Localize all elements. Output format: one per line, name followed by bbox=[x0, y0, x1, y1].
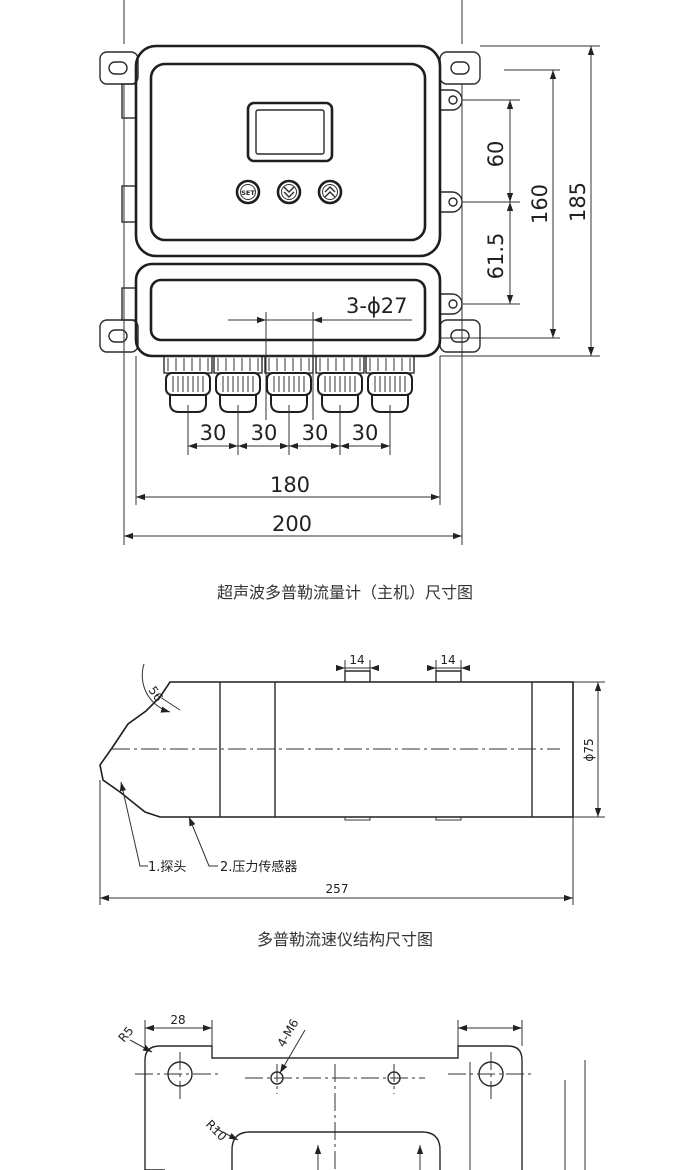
dim-180: 180 bbox=[270, 473, 310, 497]
top-slot-1 bbox=[344, 670, 371, 682]
set-button[interactable]: SET bbox=[235, 179, 261, 205]
cable-gland bbox=[213, 355, 263, 413]
dim-30-b: 30 bbox=[251, 421, 278, 445]
horizontal-dimensions: 30 30 30 30 180 200 bbox=[123, 84, 463, 545]
cable-gland bbox=[264, 355, 314, 413]
dim-160: 160 bbox=[528, 184, 552, 224]
dim-diameter-75: ϕ75 bbox=[582, 738, 596, 761]
top-slot-2 bbox=[435, 670, 462, 682]
right-hinges bbox=[440, 89, 463, 315]
chevron-up-icon bbox=[324, 186, 336, 193]
dim-30-d: 30 bbox=[352, 421, 379, 445]
up-button[interactable] bbox=[317, 179, 343, 205]
caption-main-unit: 超声波多普勒流量计（主机）尺寸图 bbox=[216, 583, 473, 602]
dim-61-5: 61.5 bbox=[484, 233, 508, 280]
bracket-drawing: 28 R5 4-M6 R10 bbox=[116, 1013, 586, 1170]
upper-housing bbox=[134, 44, 442, 258]
cable-glands bbox=[163, 355, 415, 413]
dim-60: 60 bbox=[484, 141, 508, 168]
dim-angle-56: 56 bbox=[146, 684, 166, 705]
sensor-body bbox=[99, 681, 574, 818]
cable-gland bbox=[163, 355, 213, 413]
dim-185: 185 bbox=[566, 182, 590, 222]
cable-gland bbox=[315, 355, 365, 413]
dim-200: 200 bbox=[272, 512, 312, 536]
down-button[interactable] bbox=[276, 179, 302, 205]
vertical-dimensions: 60 61.5 160 185 bbox=[440, 45, 600, 357]
dim-r10: R10 bbox=[203, 1117, 230, 1144]
cable-gland bbox=[365, 355, 415, 413]
front-panel bbox=[149, 62, 427, 242]
terminal-cover bbox=[149, 278, 427, 342]
chevron-down-icon bbox=[283, 186, 295, 193]
sensor-drawing: 14 14 56 ϕ75 257 1.探头 2.压力传感器 bbox=[99, 653, 605, 905]
dim-14-b: 14 bbox=[440, 653, 455, 667]
dim-257: 257 bbox=[326, 882, 349, 896]
dim-14-a: 14 bbox=[349, 653, 364, 667]
caption-sensor: 多普勒流速仪结构尺寸图 bbox=[256, 930, 433, 949]
dim-4-m6: 4-M6 bbox=[274, 1017, 301, 1050]
main-unit-drawing: SET 3-ϕ27 bbox=[99, 0, 600, 545]
set-button-label: SET bbox=[241, 189, 255, 197]
label-probe: 1.探头 bbox=[148, 860, 186, 875]
label-pressure-sensor: 2.压力传感器 bbox=[220, 859, 297, 875]
lcd-display bbox=[246, 101, 334, 163]
dim-30-c: 30 bbox=[302, 421, 329, 445]
hole-callout: 3-ϕ27 bbox=[346, 294, 408, 318]
dim-28: 28 bbox=[170, 1013, 185, 1027]
dim-30-a: 30 bbox=[200, 421, 227, 445]
